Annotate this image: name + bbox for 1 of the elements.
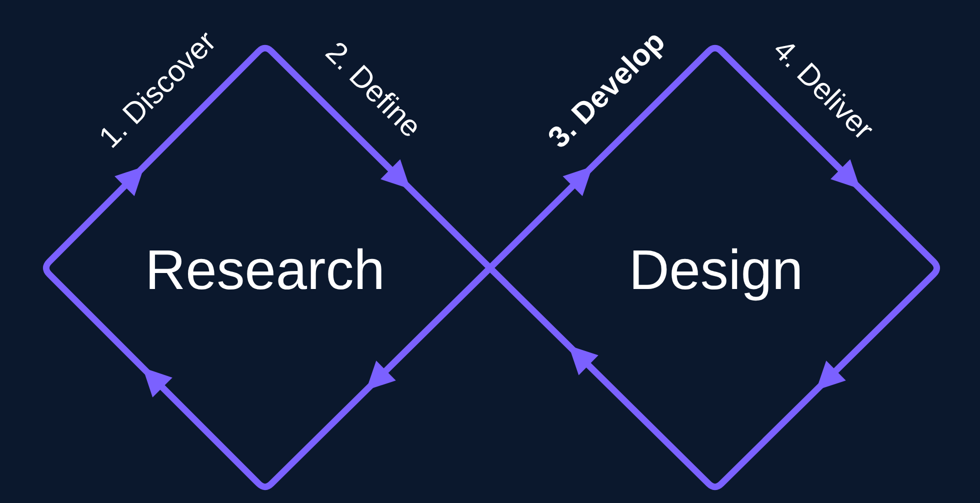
diamond-label: Research <box>145 242 385 298</box>
